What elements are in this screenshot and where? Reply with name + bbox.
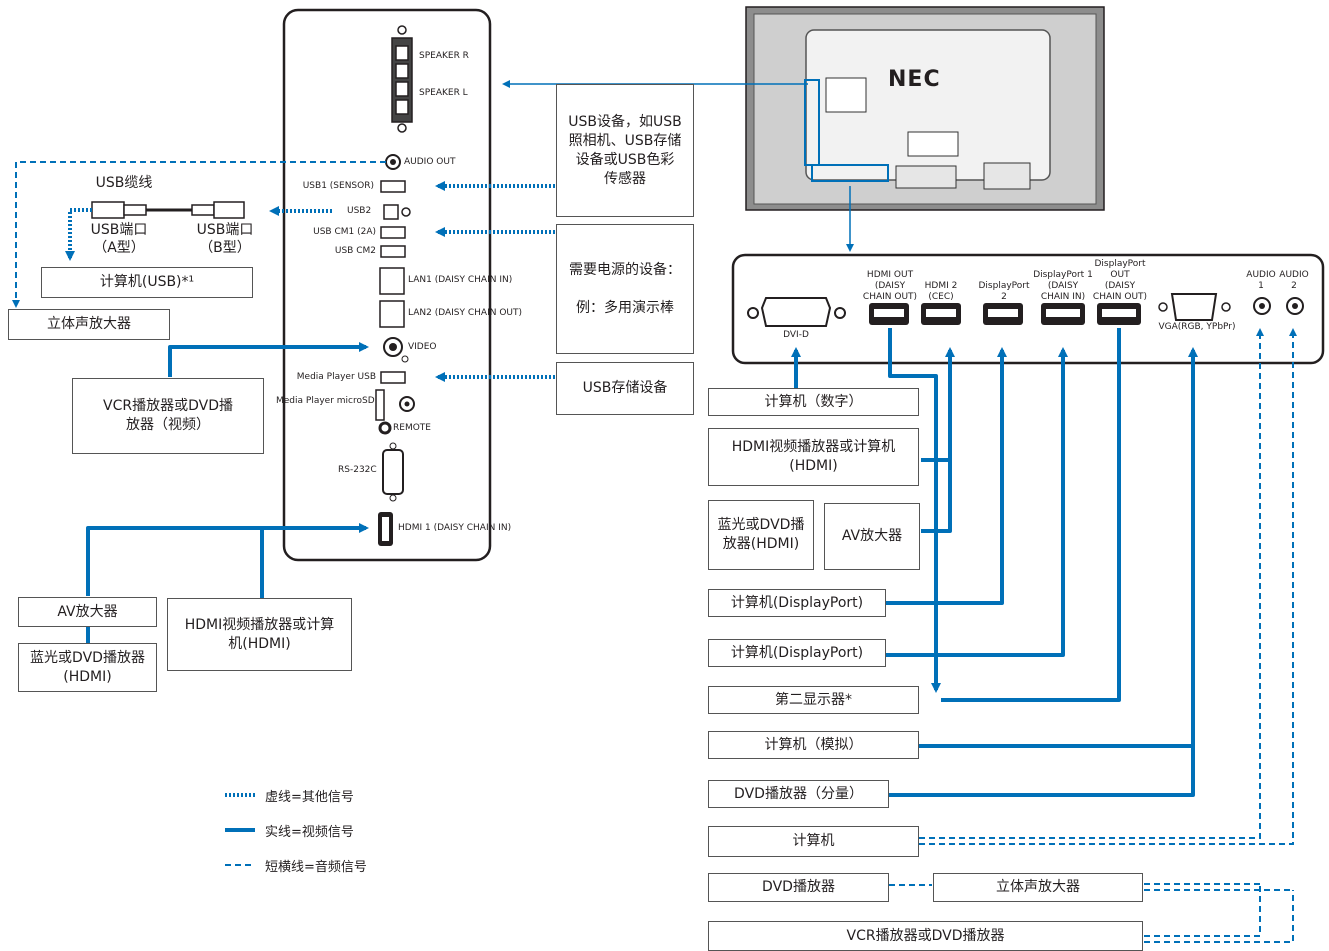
media-player-microsd-label: Media Player microSD bbox=[276, 396, 375, 406]
nec-logo: NEC bbox=[888, 67, 941, 92]
av-amp-left-box: AV放大器 bbox=[18, 597, 157, 627]
audio-out-label: AUDIO OUT bbox=[404, 157, 456, 167]
usb-port-b-label: USB端口 （B型） bbox=[196, 222, 254, 256]
vcr-dvd-audio-box: VCR播放器或DVD播放器 bbox=[708, 921, 1143, 951]
usb-cable-drawing bbox=[91, 201, 245, 219]
remote-jack bbox=[378, 421, 392, 435]
stereo-amp-right-box: 立体声放大器 bbox=[933, 873, 1143, 902]
hdmi-player-left-box: HDMI视频播放器或计算 机(HDMI) bbox=[167, 598, 352, 671]
usb-storage-box: USB存储设备 bbox=[556, 362, 694, 415]
pc-audio-box: 计算机 bbox=[708, 826, 919, 857]
legend-dashed: 短横线=音频信号 bbox=[265, 860, 367, 875]
audio-jacks-right bbox=[1253, 297, 1304, 315]
dp2-label: DisplayPort 2 bbox=[978, 281, 1030, 302]
dvi-port bbox=[747, 297, 846, 327]
hdmi-player-right-box: HDMI视频播放器或计算机 (HDMI) bbox=[708, 428, 919, 486]
pc-digital-box: 计算机（数字） bbox=[708, 388, 919, 416]
pc-displayport-1-box: 计算机(DisplayPort) bbox=[708, 589, 886, 617]
usb-cable-title: USB缆线 bbox=[95, 175, 153, 191]
legend-dotted: 虚线=其他信号 bbox=[265, 790, 354, 805]
monitor-rear-image bbox=[745, 6, 1105, 211]
usb-cm2-label: USB CM2 bbox=[334, 246, 376, 256]
speaker-l-label: SPEAKER L bbox=[419, 88, 468, 98]
pc-displayport-2-box: 计算机(DisplayPort) bbox=[708, 639, 886, 667]
right-connector-panel bbox=[731, 253, 1325, 365]
bluray-left-box: 蓝光或DVD播放器 (HDMI) bbox=[18, 643, 157, 692]
hdmi2-label: HDMI 2 (CEC) bbox=[924, 281, 958, 302]
microsd-slot bbox=[375, 389, 415, 421]
second-display-box: 第二显示器* bbox=[708, 686, 919, 714]
hdmi-out-label: HDMI OUT (DAISY CHAIN OUT) bbox=[862, 270, 918, 302]
dp-out-label: DisplayPort OUT (DAISY CHAIN OUT) bbox=[1092, 259, 1148, 302]
audio2-label: AUDIO 2 bbox=[1279, 270, 1309, 291]
pc-analog-box: 计算机（模拟） bbox=[708, 731, 919, 759]
remote-label: REMOTE bbox=[393, 423, 431, 433]
speaker-r-label: SPEAKER R bbox=[419, 51, 469, 61]
hdmi1-port bbox=[378, 512, 393, 546]
stereo-amp-left-box: 立体声放大器 bbox=[8, 309, 170, 340]
hdmi1-label: HDMI 1 (DAISY CHAIN IN) bbox=[398, 523, 512, 533]
usb-cm1-label: USB CM1 (2A) bbox=[313, 227, 376, 237]
vcr-dvd-video-box: VCR播放器或DVD播 放器（视频） bbox=[72, 378, 264, 454]
dvd-audio-box: DVD播放器 bbox=[708, 873, 889, 902]
bluray-right-box: 蓝光或DVD播 放器(HDMI) bbox=[708, 500, 814, 570]
dvi-d-label: DVI-D bbox=[783, 330, 809, 340]
rs232c-port bbox=[382, 442, 404, 502]
powered-devices-box: 需要电源的设备： 例：多用演示棒 bbox=[556, 224, 694, 354]
lan1-label: LAN1 (DAISY CHAIN IN) bbox=[408, 275, 513, 285]
usb2-label: USB2 bbox=[347, 206, 372, 216]
video-jack bbox=[383, 337, 409, 363]
video-label: VIDEO bbox=[408, 342, 437, 352]
speaker-terminals bbox=[391, 25, 413, 133]
media-player-usb-label: Media Player USB bbox=[296, 372, 376, 382]
usb-ports-left bbox=[379, 180, 411, 384]
dvd-component-box: DVD播放器（分量） bbox=[708, 780, 889, 808]
vga-label: VGA(RGB, YPbPr) bbox=[1158, 322, 1236, 332]
audio1-label: AUDIO 1 bbox=[1246, 270, 1276, 291]
audio-out-jack bbox=[385, 154, 401, 170]
rs232c-label: RS-232C bbox=[338, 465, 377, 475]
av-amp-right-box: AV放大器 bbox=[824, 503, 920, 570]
left-connector-panel bbox=[282, 8, 492, 562]
vga-port bbox=[1158, 293, 1231, 321]
dp1-label: DisplayPort 1 (DAISY CHAIN IN) bbox=[1033, 270, 1093, 302]
usb-devices-box: USB设备，如USB 照相机、USB存储 设备或USB色彩 传感器 bbox=[556, 84, 694, 217]
legend-solid: 实线=视频信号 bbox=[265, 825, 354, 840]
lan2-label: LAN2 (DAISY CHAIN OUT) bbox=[408, 308, 522, 318]
usb-port-a-label: USB端口 （A型） bbox=[90, 222, 148, 256]
usb1-label: USB1 (SENSOR) bbox=[302, 181, 374, 191]
pc-usb-box: 计算机(USB)*¹ bbox=[41, 267, 253, 298]
